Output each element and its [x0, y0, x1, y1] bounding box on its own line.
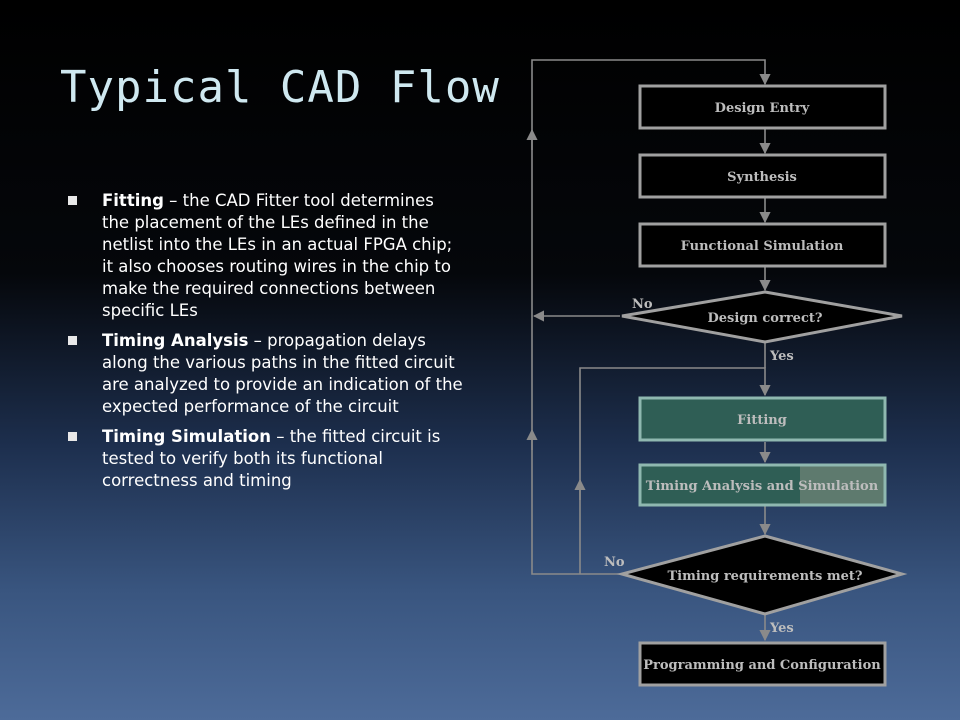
node-programming: Programming and Configuration [638, 641, 887, 687]
node-label: Design Entry [715, 101, 810, 116]
edge-label-no: No [604, 555, 625, 570]
bullet-term: Timing Analysis [102, 331, 249, 350]
feedback-loop-outer [531, 59, 771, 575]
cad-flowchart: Design Entry Synthesis Functional Simula… [526, 59, 908, 687]
bullet-fitting: Fitting – the CAD Fitter tool determines… [66, 190, 466, 322]
node-design-correct: Design correct? [621, 290, 903, 344]
bullet-timing-simulation: Timing Simulation – the fitted circuit i… [66, 426, 466, 492]
square-bullet-icon [68, 336, 77, 345]
flow-connectors [526, 59, 771, 642]
node-timing-requirements: Timing requirements met? [616, 534, 908, 616]
bullet-timing-analysis: Timing Analysis – propagation delays alo… [66, 330, 466, 418]
node-fitting: Fitting [638, 396, 887, 442]
node-label: Programming and Configuration [643, 658, 881, 673]
bullet-text: – propagation delays along the various p… [102, 331, 463, 416]
square-bullet-icon [68, 196, 77, 205]
node-label: Timing requirements met? [667, 569, 862, 584]
node-label: Timing Analysis and Simulation [646, 479, 879, 494]
node-label: Functional Simulation [681, 239, 844, 254]
node-label: Design correct? [708, 311, 823, 326]
node-timing-analysis: Timing Analysis and Simulation [638, 463, 887, 507]
square-bullet-icon [68, 432, 77, 441]
node-label: Fitting [737, 413, 787, 428]
edge-label-yes: Yes [769, 349, 794, 364]
page-title: Typical CAD Flow [60, 62, 500, 113]
bullet-term: Timing Simulation [102, 427, 271, 446]
edge-label-yes: Yes [769, 621, 794, 636]
node-label: Synthesis [727, 170, 797, 185]
node-functional-simulation: Functional Simulation [638, 222, 887, 268]
bullet-text: – the CAD Fitter tool determines the pla… [102, 191, 453, 320]
bullet-term: Fitting [102, 191, 164, 210]
feedback-loop-inner [579, 367, 771, 574]
bullet-list: Fitting – the CAD Fitter tool determines… [66, 190, 466, 500]
node-design-entry: Design Entry [638, 84, 887, 130]
bullet-text: – the fitted circuit is tested to verify… [102, 427, 441, 490]
edge-label-no: No [632, 297, 653, 312]
node-synthesis: Synthesis [638, 153, 887, 199]
